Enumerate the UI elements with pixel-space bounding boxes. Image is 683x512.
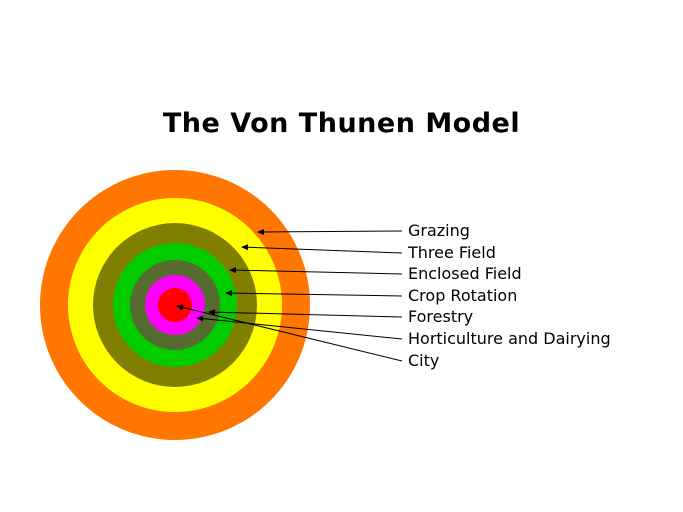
leader-line-horticulture-dairying: [196, 315, 403, 340]
zone-label-enclosed-field: Enclosed Field: [408, 264, 522, 283]
zone-label-forestry: Forestry: [408, 307, 474, 326]
zone-label-crop-rotation: Crop Rotation: [408, 286, 518, 305]
zone-label-horticulture-dairying: Horticulture and Dairying: [408, 329, 611, 348]
leader-line-three-field: [241, 244, 403, 254]
leader-line-grazing: [257, 228, 403, 235]
page-title: The Von Thunen Model: [162, 108, 521, 139]
zone-label-grazing: Grazing: [408, 221, 470, 240]
zone-label-city: City: [408, 351, 440, 370]
zone-label-three-field: Three Field: [408, 243, 496, 262]
leader-line-city: [176, 304, 403, 362]
leader-line-forestry: [208, 309, 403, 318]
leader-line-enclosed-field: [229, 267, 403, 275]
leader-line-crop-rotation: [225, 290, 403, 297]
ring-city: [158, 288, 192, 322]
